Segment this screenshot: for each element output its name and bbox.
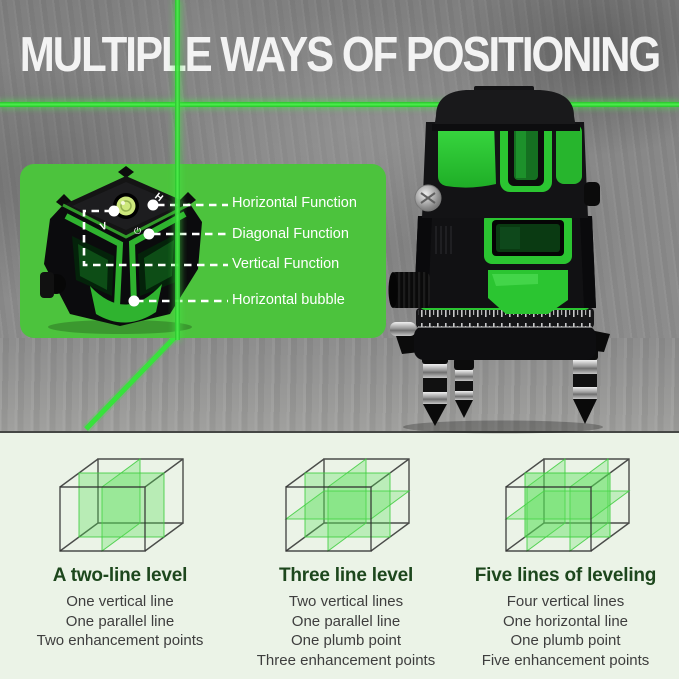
power-icon: ⏻ bbox=[134, 226, 141, 236]
level-modes-section: A two-line level One vertical line One p… bbox=[0, 433, 679, 679]
feature-item: One vertical line bbox=[66, 593, 174, 610]
side-metal-stub bbox=[390, 322, 416, 336]
feature-item: One parallel line bbox=[291, 612, 401, 630]
laser-diagonal-line bbox=[82, 330, 182, 433]
label-horizontal-bubble: Horizontal bubble bbox=[232, 292, 345, 308]
callout-anchor-dots bbox=[108, 199, 159, 307]
laser-horizontal-line bbox=[0, 102, 679, 107]
top-cap bbox=[434, 90, 576, 128]
feature-item: Three enhancement points bbox=[256, 651, 436, 669]
level-column-five-line: Five lines of leveling Four vertical lin… bbox=[452, 433, 679, 679]
laser-level-product-photo bbox=[388, 86, 610, 434]
feature-item: One parallel line bbox=[65, 612, 175, 630]
display-window bbox=[484, 212, 572, 264]
level-heading: A two-line level bbox=[52, 565, 188, 586]
vertical-mode-icon: V bbox=[99, 221, 109, 234]
function-callout-panel: H V ⏻ Horizontal Function Diagon bbox=[20, 164, 386, 338]
label-diagonal-function: Diagonal Function bbox=[232, 226, 349, 242]
bubble-vial bbox=[113, 193, 139, 219]
label-horizontal-function: Horizontal Function bbox=[232, 195, 357, 211]
front-laser-window bbox=[500, 114, 552, 192]
concrete-wall-scene: MULTIPLE WAYS OF POSITIONING bbox=[0, 0, 679, 434]
three-line-cube-diagram bbox=[284, 458, 411, 552]
laser-vertical-line bbox=[175, 0, 180, 340]
feature-item: One horizontal line bbox=[502, 612, 629, 630]
two-line-cube-diagram bbox=[59, 458, 184, 552]
level-column-three-line: Three line level Two vertical lines One … bbox=[240, 433, 452, 679]
graduated-dial-ring bbox=[416, 308, 594, 328]
grip-ridges bbox=[435, 226, 452, 254]
five-line-cube-diagram bbox=[503, 458, 631, 552]
label-vertical-function: Vertical Function bbox=[232, 256, 340, 272]
feature-item: Two enhancement points bbox=[36, 632, 204, 649]
device-base bbox=[414, 326, 596, 360]
feature-item: Five enhancement points bbox=[481, 651, 650, 669]
right-green-panel bbox=[556, 124, 582, 184]
feature-item: Two vertical lines bbox=[288, 593, 404, 610]
feature-item: Four vertical lines bbox=[506, 593, 625, 610]
callout-leader-lines bbox=[82, 203, 228, 303]
feature-item: One plumb point bbox=[290, 632, 402, 649]
left-green-panel bbox=[438, 122, 496, 188]
level-column-two-line: A two-line level One vertical line One p… bbox=[0, 433, 240, 679]
fine-adjust-knob bbox=[388, 272, 430, 308]
page-title: MULTIPLE WAYS OF POSITIONING bbox=[19, 26, 661, 82]
level-heading: Five lines of leveling bbox=[474, 565, 657, 586]
level-heading: Three line level bbox=[278, 565, 414, 586]
feature-item: One plumb point bbox=[510, 632, 621, 649]
mini-laser-level: H V ⏻ bbox=[40, 166, 228, 334]
